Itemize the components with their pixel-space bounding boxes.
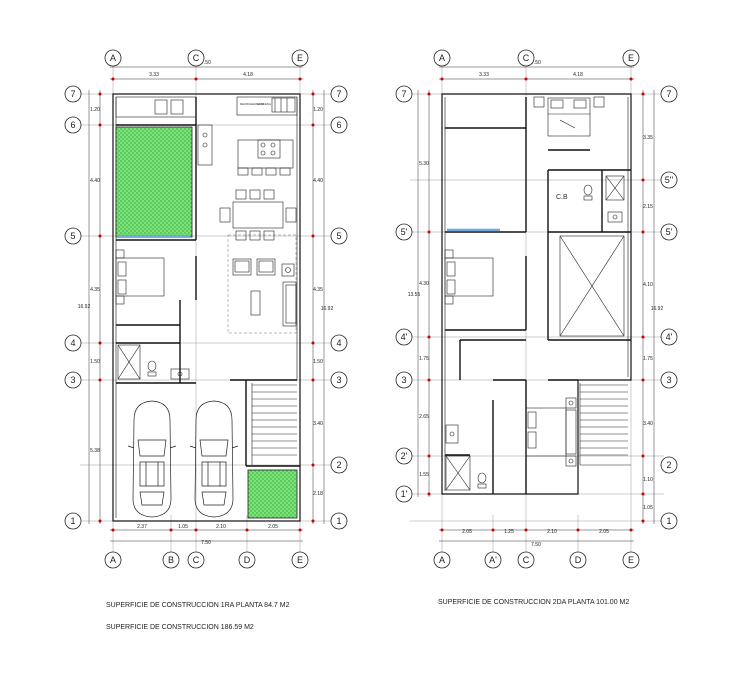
axis-upper-right-5-prime: 5' (666, 227, 673, 237)
dim-upper-top-1: 3.33 (479, 72, 489, 78)
dim-upper-left-1: 5.30 (419, 161, 429, 167)
axis-ground-right-2: 2 (336, 460, 341, 470)
axis-ground-right-5: 5 (336, 231, 341, 241)
axis-upper-left-7: 7 (401, 89, 406, 99)
axis-ground-bottom-b: B (168, 555, 174, 565)
dim-upper-left-5: 1.55 (419, 472, 429, 478)
dim-ground-left-3: 4.35 (90, 287, 100, 293)
axis-ground-right-4: 4 (336, 338, 341, 348)
axis-ground-left-5: 5 (70, 231, 75, 241)
car-left (127, 400, 177, 518)
dim-upper-bottom-4: 2.05 (599, 529, 609, 535)
dim-ground-right-3: 4.35 (313, 287, 323, 293)
axis-ground-right-7: 7 (336, 89, 341, 99)
axis-ground-right-1: 1 (336, 516, 341, 526)
dim-ground-left-total: 16.92 (78, 304, 91, 310)
closet-label: C.B (556, 194, 568, 201)
axis-ground-top-e: E (297, 53, 303, 63)
dim-ground-top-total: 7.50 (201, 60, 211, 66)
dim-upper-right-2: 2.15 (643, 204, 653, 210)
dim-upper-right-total: 16.92 (651, 306, 664, 312)
axis-ground-bottom-c: C (193, 555, 200, 565)
dim-ground-top-2: 4.18 (243, 72, 253, 78)
axis-upper-bottom-a-prime: A' (489, 555, 497, 565)
car-right (189, 400, 239, 518)
axis-upper-left-2-prime: 2' (401, 451, 408, 461)
caption-total-area: SUPERFICIE DE CONSTRUCCION 186.59 M2 (106, 624, 254, 631)
axis-upper-right-1: 1 (666, 516, 671, 526)
ground-floor-plan: REFRIGERADOR ALACENA (64, 49, 348, 569)
dim-ground-right-6: 2.18 (313, 491, 323, 497)
axis-ground-right-3: 3 (336, 375, 341, 385)
axis-ground-bottom-a: A (110, 555, 116, 565)
caption-upper-floor-area: SUPERFICIE DE CONSTRUCCION 2DA PLANTA 10… (438, 599, 629, 606)
dim-ground-bottom-total: 7.50 (201, 540, 211, 546)
dim-ground-top-1: 3.33 (149, 72, 159, 78)
axis-upper-right-5-double-prime: 5'' (665, 175, 674, 185)
dim-ground-bottom-3: 2.10 (216, 524, 226, 530)
axis-upper-left-1-prime: 1' (401, 489, 408, 499)
axis-upper-top-e: E (628, 53, 634, 63)
dim-ground-right-2: 4.40 (313, 178, 323, 184)
axis-ground-left-4: 4 (70, 338, 75, 348)
axis-upper-right-4-prime: 4' (666, 332, 673, 342)
dim-upper-right-4: 1.75 (643, 356, 653, 362)
dim-upper-right-1: 3.35 (643, 135, 653, 141)
axis-upper-left-5-prime: 5' (401, 227, 408, 237)
axis-ground-bottom-d: D (244, 555, 251, 565)
axis-ground-left-6: 6 (70, 120, 75, 130)
dim-ground-left-5: 5.38 (90, 448, 100, 454)
axis-upper-left-4-prime: 4' (401, 332, 408, 342)
dim-ground-left-1: 1.20 (90, 107, 100, 113)
axis-upper-right-7: 7 (666, 89, 671, 99)
dim-upper-top-2: 4.18 (573, 72, 583, 78)
axis-upper-left-3: 3 (401, 375, 406, 385)
dim-upper-left-total: 13.55 (408, 292, 421, 298)
axis-ground-bottom-e: E (297, 555, 303, 565)
refrigerator-label: REFRIGERADOR (240, 102, 265, 106)
dim-ground-right-4: 1.50 (313, 359, 323, 365)
dim-upper-bottom-3: 2.10 (547, 529, 557, 535)
dim-upper-top-total: 7.50 (531, 60, 541, 66)
dim-upper-bottom-2: 1.25 (504, 529, 514, 535)
dim-ground-bottom-4: 2.05 (268, 524, 278, 530)
dim-ground-right-1: 1.20 (313, 107, 323, 113)
dim-ground-left-4: 1.50 (90, 359, 100, 365)
dim-ground-right-total: 16.92 (321, 306, 334, 312)
dim-upper-left-2: 4.30 (419, 281, 429, 287)
axis-upper-bottom-a: A (439, 555, 445, 565)
dim-upper-right-6: 1.10 (643, 477, 653, 483)
dim-upper-right-5: 3.40 (643, 421, 653, 427)
dim-upper-left-4: 2.65 (419, 414, 429, 420)
caption-ground-floor-area: SUPERFICIE DE CONSTRUCCION 1RA PLANTA 84… (106, 602, 290, 609)
axis-upper-bottom-e: E (628, 555, 634, 565)
dim-upper-bottom-1: 2.05 (462, 529, 472, 535)
dim-upper-left-3: 1.75 (419, 356, 429, 362)
dim-upper-right-7: 1.05 (643, 505, 653, 511)
axis-upper-top-a: A (439, 53, 445, 63)
dim-ground-left-2: 4.40 (90, 178, 100, 184)
dim-ground-bottom-2: 1.05 (178, 524, 188, 530)
axis-ground-top-a: A (110, 53, 116, 63)
pantry-label: ALACENA (257, 102, 271, 106)
dim-ground-bottom-1: 2.37 (137, 524, 147, 530)
dim-upper-bottom-total: 7.50 (531, 542, 541, 548)
axis-upper-bottom-c: C (523, 555, 530, 565)
upper-floor-plan: C.B (395, 49, 678, 569)
axis-upper-right-3: 3 (666, 375, 671, 385)
axis-upper-top-c: C (523, 53, 530, 63)
dim-ground-right-5: 3.40 (313, 421, 323, 427)
axis-ground-left-7: 7 (70, 89, 75, 99)
axis-ground-top-c: C (193, 53, 200, 63)
axis-upper-bottom-d: D (575, 555, 582, 565)
axis-ground-right-6: 6 (336, 120, 341, 130)
axis-upper-right-2: 2 (666, 460, 671, 470)
axis-ground-left-3: 3 (70, 375, 75, 385)
dim-upper-right-3: 4.10 (643, 282, 653, 288)
axis-ground-left-1: 1 (70, 516, 75, 526)
